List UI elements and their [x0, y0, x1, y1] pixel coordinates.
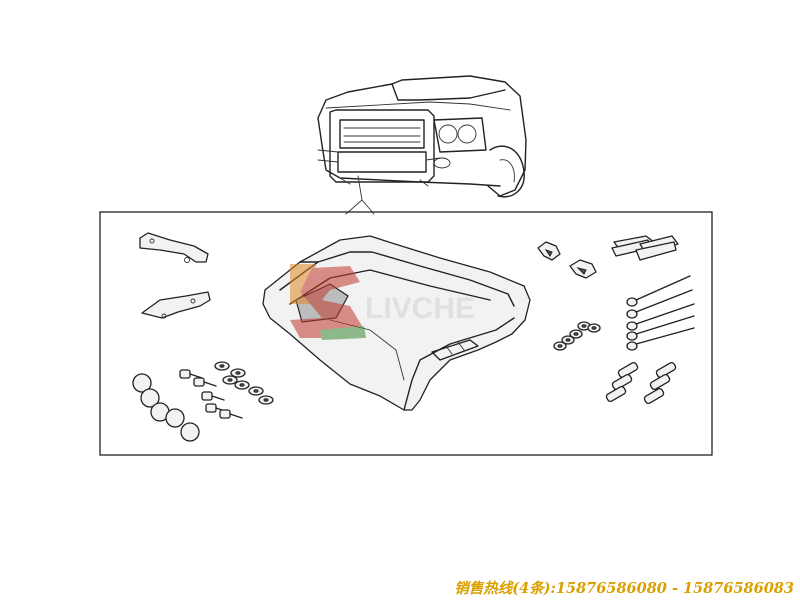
- washer-icon: [553, 321, 601, 351]
- hotline-watermark: 销售热线(4条):15876586080 - 15876586083: [454, 580, 794, 597]
- watermark-logo: LIVCHE: [290, 264, 475, 340]
- screw-icon: [179, 369, 243, 419]
- washer-icon: [214, 361, 274, 405]
- bolt-icon: [626, 275, 695, 351]
- bracket-icon: [139, 232, 211, 319]
- pad-icon: [611, 235, 679, 261]
- cap-icon: [132, 373, 200, 442]
- spacer-icon: [605, 361, 677, 405]
- vehicle-front-icon: [317, 75, 527, 215]
- parts-box: [99, 211, 713, 456]
- clip-icon: [537, 241, 597, 279]
- svg-text:LIVCHE: LIVCHE: [365, 292, 475, 325]
